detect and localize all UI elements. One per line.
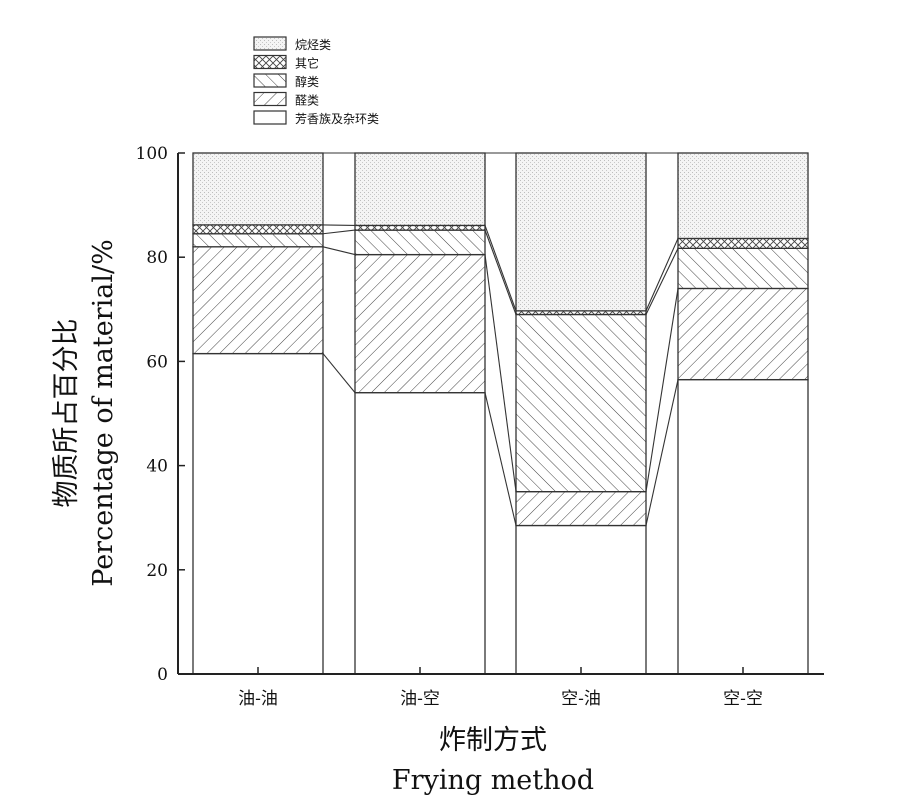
bar-segment-2-1 bbox=[354, 392, 486, 675]
connector-line-3-1 bbox=[645, 379, 679, 526]
bar-segment-1-4 bbox=[192, 224, 324, 235]
bar-stacks bbox=[192, 152, 809, 675]
y-tick-label-20: 20 bbox=[146, 561, 168, 581]
connector-line-2-3 bbox=[484, 229, 517, 315]
legend-swatch-4 bbox=[253, 91, 287, 107]
bar-segment-4-5 bbox=[677, 152, 809, 240]
y-tick-label-80: 80 bbox=[146, 248, 168, 268]
bar-segment-2-5 bbox=[354, 152, 486, 227]
legend-swatch-3 bbox=[253, 73, 287, 88]
bar-segment-1-2 bbox=[192, 246, 324, 355]
legend-label-2: 其它 bbox=[295, 56, 319, 71]
x-tick-label-2: 油-空 bbox=[400, 689, 440, 709]
connector-line-2-1 bbox=[484, 392, 517, 526]
x-tick-label-1: 油-油 bbox=[238, 689, 278, 709]
connector-line-1-3 bbox=[322, 229, 356, 235]
x-axis-title-chinese: 炸制方式 bbox=[439, 725, 547, 756]
bar-segment-2-4 bbox=[354, 224, 486, 231]
bar-segment-4-3 bbox=[677, 247, 809, 290]
bar-segment-3-1 bbox=[515, 524, 647, 675]
connector-line-3-3 bbox=[645, 248, 679, 315]
x-tick-label-3: 空-油 bbox=[561, 689, 601, 709]
legend-label-1: 烷烃类 bbox=[295, 38, 331, 52]
legend-label-5: 芳香族及杂环类 bbox=[295, 112, 379, 126]
connector-line-1-1 bbox=[322, 353, 356, 394]
connector-line-1-2 bbox=[322, 246, 356, 256]
connector-line-1-4 bbox=[322, 224, 356, 226]
bar-segment-1-5 bbox=[192, 152, 324, 226]
bar-segment-3-2 bbox=[515, 490, 647, 527]
axes: 0 20 40 60 80 100 油-油 油-空 空-油 空-空 bbox=[136, 144, 824, 709]
connector-lines bbox=[322, 152, 679, 675]
y-axis-title-chinese: 物质所占百分比 bbox=[51, 319, 82, 508]
bar-segment-3-5 bbox=[515, 152, 647, 312]
bar-segment-3-3 bbox=[515, 313, 647, 493]
legend-swatch-1 bbox=[253, 36, 287, 51]
y-tick-label-40: 40 bbox=[146, 457, 168, 477]
y-tick-label-100: 100 bbox=[136, 144, 168, 164]
bar-segment-4-4 bbox=[677, 237, 809, 249]
bar-segment-1-1 bbox=[192, 352, 324, 675]
bar-segment-4-1 bbox=[677, 378, 809, 675]
bar-segment-1-3 bbox=[192, 233, 324, 248]
y-tick-label-60: 60 bbox=[146, 352, 168, 372]
connector-line-2-4 bbox=[484, 225, 517, 312]
legend-label-3: 醇类 bbox=[295, 74, 319, 89]
legend-label-4: 醛类 bbox=[295, 93, 319, 108]
connector-line-2-2 bbox=[484, 254, 517, 492]
y-tick-label-0: 0 bbox=[157, 665, 168, 685]
bar-segment-4-2 bbox=[677, 287, 809, 381]
bar-segment-2-2 bbox=[354, 253, 486, 394]
legend-swatch-5 bbox=[253, 110, 287, 125]
connector-line-3-4 bbox=[645, 238, 679, 312]
x-axis-title-english: Frying method bbox=[392, 765, 594, 796]
legend-swatch-2 bbox=[253, 54, 287, 70]
y-axis-title-english: Percentage of material/% bbox=[88, 239, 119, 587]
x-tick-label-4: 空-空 bbox=[723, 689, 763, 709]
bar-segment-2-3 bbox=[354, 229, 486, 256]
connector-line-3-2 bbox=[645, 288, 679, 492]
